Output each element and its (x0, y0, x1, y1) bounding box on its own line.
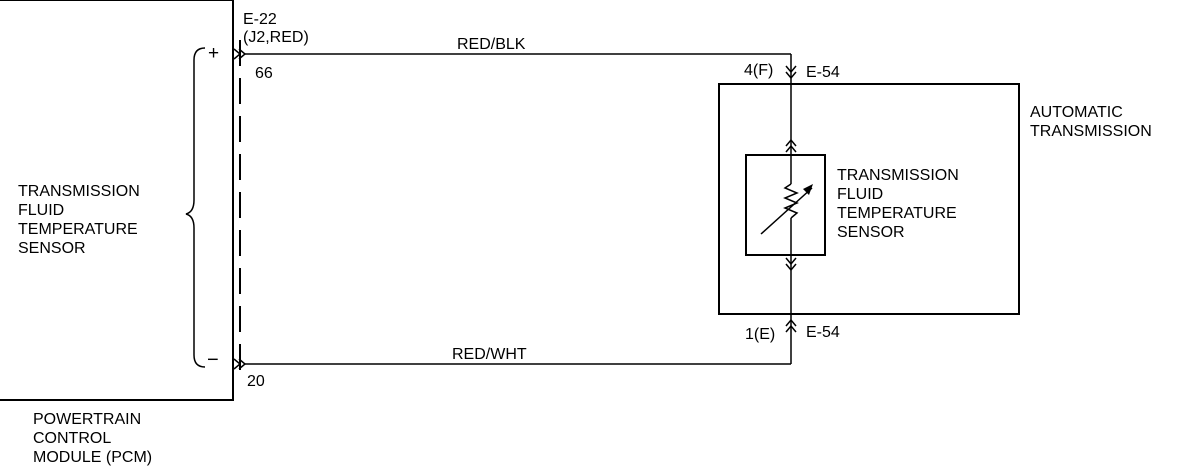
sensor-bottom-terminal-icon (785, 257, 797, 272)
sensor-label: TRANSMISSION FLUID TEMPERATURE SENSOR (837, 167, 959, 241)
thermistor-arrow-head-icon (803, 184, 813, 195)
thermistor-variable-arrow (760, 187, 813, 235)
wire-color-red-blk: RED/BLK (457, 36, 526, 53)
pcm-module-label: POWERTRAIN CONTROL MODULE (PCM) (33, 411, 153, 466)
pcm-connector-detail: (J2,RED) (243, 29, 309, 46)
automatic-transmission-label: AUTOMATIC TRANSMISSION (1030, 104, 1152, 140)
tcm-bottom-connector-id: E-54 (806, 324, 840, 341)
pcm-pin-66: 66 (255, 65, 273, 82)
thermistor-icon (783, 183, 799, 219)
wire-color-red-wht: RED/WHT (452, 346, 527, 363)
plus-sign: + (208, 43, 220, 64)
sensor-group-brace (185, 47, 206, 368)
pcm-pin-20: 20 (247, 373, 265, 390)
minus-sign: − (207, 349, 219, 371)
tcm-top-terminal-icon (785, 65, 797, 80)
tcm-top-pin: 4(F) (744, 62, 774, 79)
fluid-temperature-sensor-box (745, 154, 826, 256)
pcm-sensor-label: TRANSMISSION FLUID TEMPERATURE SENSOR (18, 183, 140, 257)
tcm-bottom-pin: 1(E) (745, 326, 776, 343)
tcm-bottom-terminal-icon (785, 318, 797, 333)
tcm-top-connector-id: E-54 (806, 64, 840, 81)
automatic-transmission-box (718, 83, 1020, 315)
sensor-top-terminal-icon (785, 138, 797, 153)
pcm-outline (0, 0, 234, 401)
pcm-connector-id: E-22 (243, 11, 277, 28)
